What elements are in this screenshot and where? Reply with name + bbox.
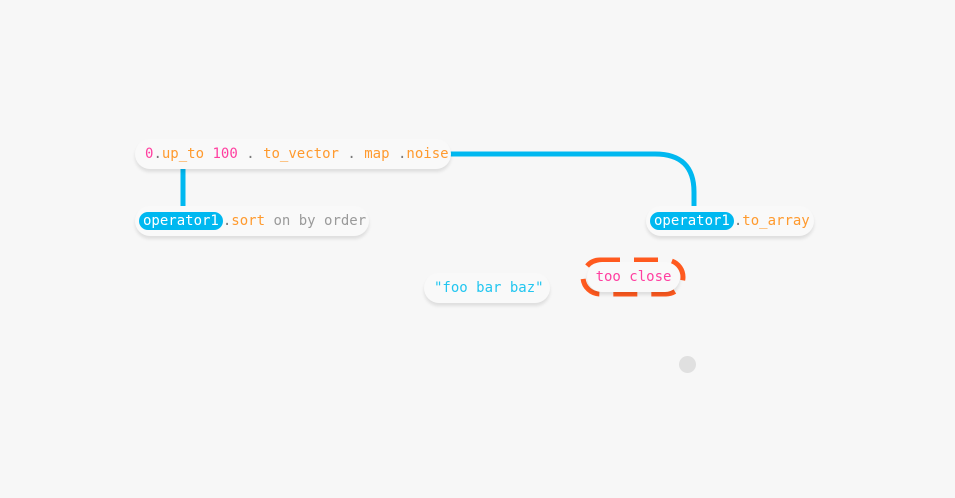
node-to-array[interactable]: operator1.to_array bbox=[646, 206, 814, 236]
dot-separator: . bbox=[347, 146, 356, 162]
var-operator1: operator1 bbox=[139, 212, 223, 230]
string-literal: "foo bar baz" bbox=[434, 280, 544, 296]
method-noise: noise bbox=[406, 146, 449, 162]
method-sort: sort bbox=[231, 213, 266, 229]
method-to-vector: to_vector bbox=[263, 146, 339, 162]
method-up-to: up_to bbox=[161, 146, 205, 162]
error-node-label: too close bbox=[595, 269, 672, 285]
cursor-circle-icon[interactable] bbox=[679, 356, 696, 373]
node-text[interactable]: "foo bar baz" bbox=[424, 273, 550, 303]
node-error[interactable]: too close bbox=[587, 262, 680, 292]
method-map: map bbox=[364, 146, 390, 162]
node-sort[interactable]: operator1.sort on by order bbox=[135, 206, 369, 236]
edge-main-to-array bbox=[450, 151, 697, 212]
method-to-array: to_array bbox=[742, 213, 810, 229]
dot-separator: . bbox=[397, 146, 407, 162]
sort-arguments: on by order bbox=[273, 213, 367, 229]
var-operator1: operator1 bbox=[650, 212, 734, 230]
literal-zero: 0 bbox=[145, 146, 154, 162]
literal-hundred: 100 bbox=[212, 146, 238, 162]
dot-separator: . bbox=[246, 146, 255, 162]
node-main[interactable]: 0.up_to 100 . to_vector . map .noise bbox=[135, 139, 451, 169]
dot-separator: . bbox=[153, 146, 162, 162]
dot-separator: . bbox=[733, 213, 743, 229]
dot-separator: . bbox=[222, 213, 232, 229]
